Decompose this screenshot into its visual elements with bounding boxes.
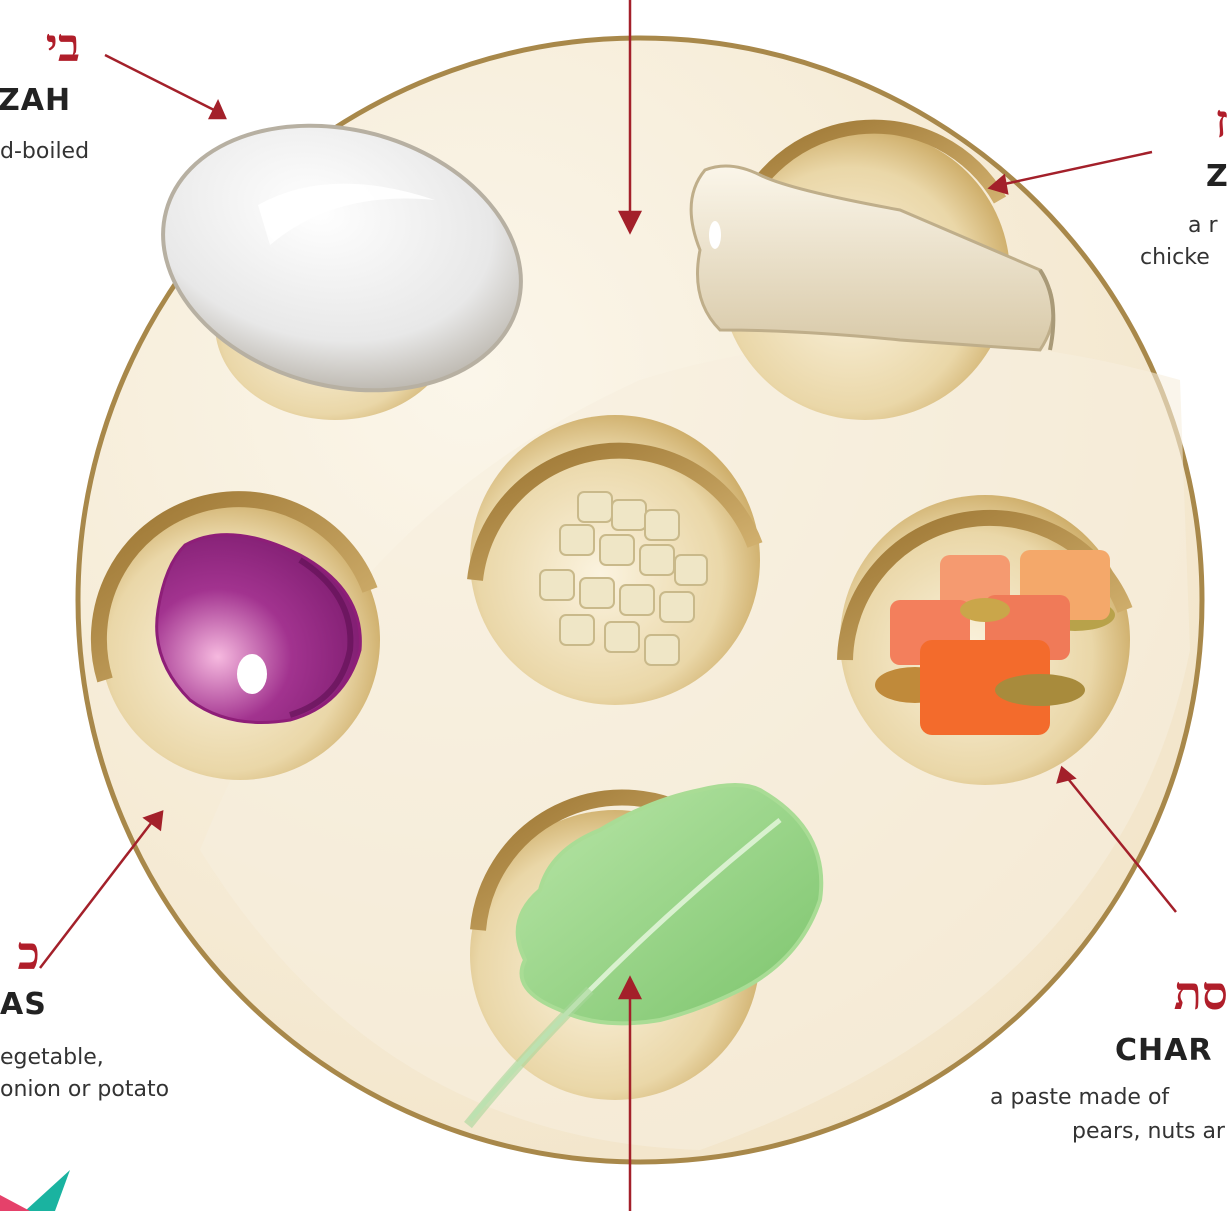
karpas-hebrew: כ bbox=[0, 930, 40, 976]
charoset-desc-line1: a paste made of bbox=[990, 1084, 1169, 1113]
zeroa-desc-line1: a r bbox=[1188, 212, 1218, 241]
charoset-hebrew: סת bbox=[1150, 970, 1228, 1016]
beitzah-desc: d-boiled bbox=[0, 138, 89, 167]
charoset-name: CHAR bbox=[1115, 1036, 1212, 1066]
logo-chevron-icon bbox=[0, 1170, 70, 1211]
beitzah-hebrew: בי bbox=[0, 22, 80, 68]
beitzah-name: ZAH bbox=[0, 86, 71, 116]
zeroa-hebrew: ז bbox=[1190, 98, 1228, 144]
charoset-desc-line2: pears, nuts ar bbox=[1072, 1118, 1225, 1147]
karpas-desc-line2: onion or potato bbox=[0, 1076, 169, 1105]
karpas-name: AS bbox=[0, 990, 47, 1020]
zeroa-desc-line2: chicke bbox=[1140, 244, 1210, 273]
zeroa-name: Z bbox=[1206, 162, 1228, 192]
karpas-desc-line1: egetable, bbox=[0, 1044, 104, 1073]
